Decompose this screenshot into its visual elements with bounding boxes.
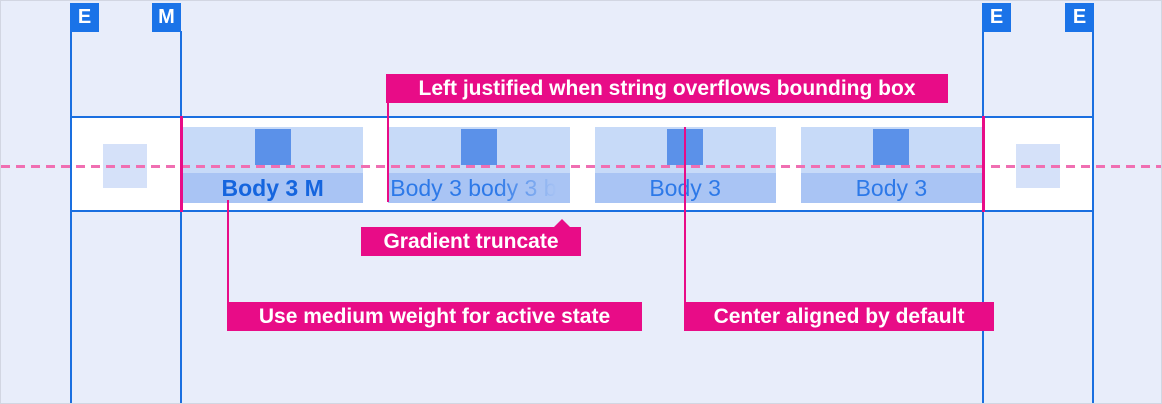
annotation-center-aligned: Center aligned by default — [684, 302, 994, 331]
margin-guide-line-right-e1 — [982, 31, 984, 403]
margin-marker-e-left: E — [70, 3, 99, 32]
annotation-medium-weight: Use medium weight for active state — [227, 302, 642, 331]
annotation-gradient-truncate: Gradient truncate — [361, 227, 581, 256]
margin-guide-line-left-e — [70, 31, 72, 403]
tab-label-box: Body 3 — [800, 173, 982, 203]
tab-label-box: Body 3 body 3 b — [388, 173, 570, 203]
margin-guide-line-right-e2 — [1092, 31, 1094, 403]
content-edge-line-left — [180, 116, 183, 212]
annotation-left-justified: Left justified when string overflows bou… — [386, 74, 948, 103]
margin-marker-m: M — [152, 3, 181, 32]
tab-icon-placeholder-square — [873, 129, 910, 165]
connector-medium-weight — [227, 200, 229, 302]
tab-label-text: Body 3 M — [221, 175, 324, 201]
tab-icon-placeholder-square — [254, 129, 291, 165]
baseline-dashed-line — [1, 165, 1161, 168]
connector-center-aligned — [684, 127, 686, 302]
tab-label-text: Body 3 — [855, 175, 928, 201]
tab-icon-placeholder-square — [460, 129, 497, 165]
connector-left-justified — [387, 102, 389, 202]
content-edge-line-right — [982, 116, 985, 212]
margin-guide-line-m — [180, 31, 182, 403]
gradient-truncate-fade — [497, 173, 570, 203]
margin-marker-e-right-2: E — [1065, 3, 1094, 32]
margin-marker-e-right-1: E — [982, 3, 1011, 32]
caret-up-icon — [553, 219, 571, 228]
tab-label-box: Body 3 M — [182, 173, 364, 203]
